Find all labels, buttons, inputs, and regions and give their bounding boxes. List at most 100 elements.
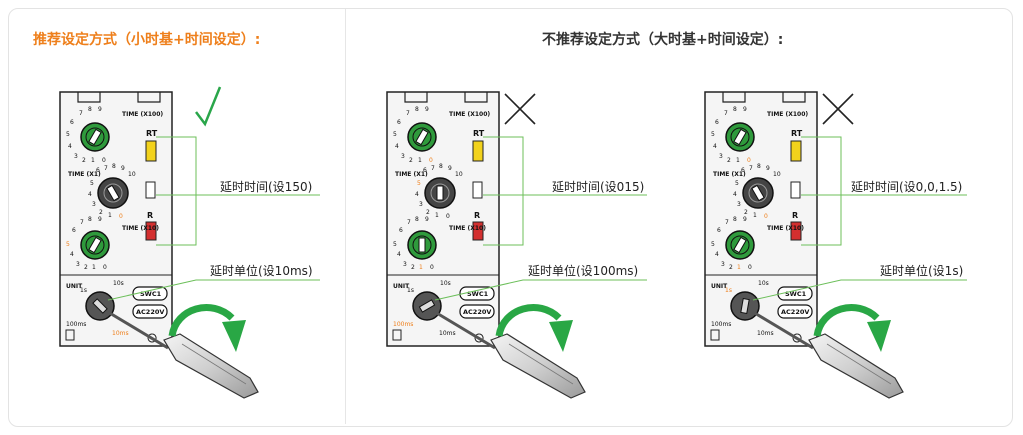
svg-text:0: 0 bbox=[119, 213, 123, 220]
svg-text:2: 2 bbox=[99, 209, 103, 216]
time-x10-label: TIME (X10) bbox=[449, 225, 486, 232]
svg-text:3: 3 bbox=[719, 153, 723, 160]
time-x10-dial[interactable] bbox=[407, 230, 437, 260]
svg-text:1: 1 bbox=[108, 212, 112, 219]
unit-option-100ms: 100ms bbox=[393, 321, 413, 328]
r-label: R bbox=[792, 211, 798, 220]
svg-text:8: 8 bbox=[415, 216, 419, 223]
time-x1-dial[interactable] bbox=[424, 177, 456, 209]
svg-text:4: 4 bbox=[397, 251, 401, 258]
time-x100-dial[interactable] bbox=[80, 122, 110, 152]
time-x10-dial[interactable] bbox=[725, 230, 755, 260]
unit-option-1s: 1s bbox=[725, 287, 732, 294]
svg-text:SWC1: SWC1 bbox=[467, 290, 489, 298]
unit-option-10s: 10s bbox=[440, 280, 451, 287]
delay-unit-label: 延时单位(设1s) bbox=[880, 263, 963, 278]
model-badge bbox=[132, 286, 168, 301]
svg-text:9: 9 bbox=[121, 165, 125, 172]
r-led bbox=[790, 221, 802, 241]
svg-text:1: 1 bbox=[418, 157, 422, 164]
svg-text:7: 7 bbox=[104, 165, 108, 172]
svg-text:4: 4 bbox=[68, 143, 72, 150]
svg-text:8: 8 bbox=[112, 163, 116, 170]
svg-text:AC220V: AC220V bbox=[463, 308, 491, 316]
svg-text:SWC1: SWC1 bbox=[785, 290, 807, 298]
rt-led bbox=[145, 140, 157, 162]
unit-option-1s: 1s bbox=[80, 287, 87, 294]
section-divider bbox=[345, 9, 346, 424]
svg-text:5: 5 bbox=[90, 180, 94, 187]
svg-text:7: 7 bbox=[749, 165, 753, 172]
svg-text:4: 4 bbox=[715, 251, 719, 258]
delay-unit-label: 延时单位(设10ms) bbox=[210, 263, 313, 278]
voltage-badge bbox=[459, 304, 495, 319]
rt-led bbox=[472, 140, 484, 162]
unit-option-100ms: 100ms bbox=[711, 321, 731, 328]
svg-text:7: 7 bbox=[724, 110, 728, 117]
rt-label: RT bbox=[473, 129, 485, 138]
time-x100-label: TIME (X100) bbox=[122, 111, 163, 118]
svg-text:9: 9 bbox=[425, 106, 429, 113]
svg-text:9: 9 bbox=[448, 165, 452, 172]
svg-text:0: 0 bbox=[429, 157, 433, 164]
svg-text:4: 4 bbox=[713, 143, 717, 150]
svg-text:10: 10 bbox=[128, 171, 136, 178]
svg-text:8: 8 bbox=[439, 163, 443, 170]
svg-text:0: 0 bbox=[446, 213, 450, 220]
svg-text:6: 6 bbox=[397, 119, 401, 126]
recommended-header: 推荐设定方式（小时基+时间设定）: bbox=[33, 32, 261, 48]
svg-text:6: 6 bbox=[741, 167, 745, 174]
svg-text:1: 1 bbox=[753, 212, 757, 219]
unit-dial[interactable] bbox=[85, 291, 115, 321]
svg-text:5: 5 bbox=[393, 131, 397, 138]
svg-text:6: 6 bbox=[96, 167, 100, 174]
svg-text:6: 6 bbox=[717, 227, 721, 234]
svg-text:0: 0 bbox=[430, 264, 434, 271]
rotate-arrow-icon bbox=[168, 304, 235, 337]
check-icon bbox=[195, 86, 222, 127]
svg-text:3: 3 bbox=[76, 261, 80, 268]
unit-option-1s: 1s bbox=[407, 287, 414, 294]
time-x1-dial[interactable] bbox=[97, 177, 129, 209]
svg-text:7: 7 bbox=[431, 165, 435, 172]
unit-dial[interactable] bbox=[412, 291, 442, 321]
time-x100-dial[interactable] bbox=[725, 122, 755, 152]
cross-icon bbox=[504, 93, 536, 125]
svg-text:2: 2 bbox=[729, 264, 733, 271]
svg-text:3: 3 bbox=[92, 201, 96, 208]
time-x1-label: TIME (X1) bbox=[395, 171, 428, 178]
time-x1-dial[interactable] bbox=[742, 177, 774, 209]
svg-text:3: 3 bbox=[721, 261, 725, 268]
svg-text:5: 5 bbox=[417, 180, 421, 187]
svg-text:AC220V: AC220V bbox=[781, 308, 809, 316]
svg-text:8: 8 bbox=[88, 216, 92, 223]
svg-text:2: 2 bbox=[409, 157, 413, 164]
unit-option-10ms: 10ms bbox=[757, 330, 774, 337]
svg-text:4: 4 bbox=[88, 191, 92, 198]
svg-text:0: 0 bbox=[103, 264, 107, 271]
svg-text:1: 1 bbox=[737, 264, 741, 271]
unit-option-10s: 10s bbox=[758, 280, 769, 287]
svg-text:10: 10 bbox=[455, 171, 463, 178]
svg-text:1: 1 bbox=[92, 264, 96, 271]
rt-led bbox=[790, 140, 802, 162]
svg-text:3: 3 bbox=[419, 201, 423, 208]
voltage-badge bbox=[777, 304, 813, 319]
svg-text:5: 5 bbox=[735, 180, 739, 187]
svg-text:3: 3 bbox=[403, 261, 407, 268]
time-x1-label: TIME (X1) bbox=[68, 171, 101, 178]
unit-dial[interactable] bbox=[730, 291, 760, 321]
svg-text:4: 4 bbox=[733, 191, 737, 198]
svg-text:5: 5 bbox=[711, 241, 715, 248]
time-x100-dial[interactable] bbox=[407, 122, 437, 152]
svg-text:1: 1 bbox=[419, 264, 423, 271]
svg-text:2: 2 bbox=[727, 157, 731, 164]
time-x10-dial[interactable] bbox=[80, 230, 110, 260]
rotate-arrow-icon bbox=[495, 304, 562, 337]
svg-text:7: 7 bbox=[407, 219, 411, 226]
svg-text:5: 5 bbox=[711, 131, 715, 138]
svg-text:3: 3 bbox=[74, 153, 78, 160]
time-x100-label: TIME (X100) bbox=[767, 111, 808, 118]
